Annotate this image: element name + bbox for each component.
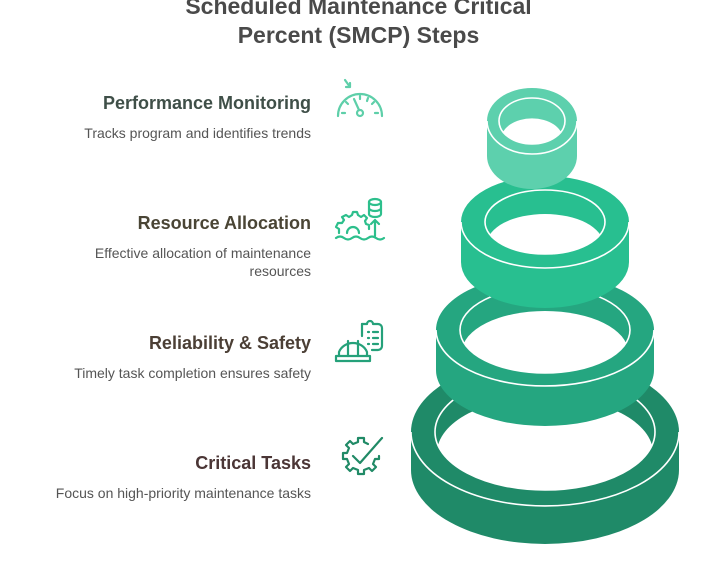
ring-performance-monitoring (486, 88, 578, 189)
step-description: Focus on high-priority maintenance tasks (55, 485, 311, 501)
step-performance-monitoring: Performance Monitoring Tracks program an… (84, 92, 311, 142)
step-description: Effective allocation of maintenance reso… (95, 244, 311, 280)
speedometer-icon (334, 76, 386, 122)
step-reliability-safety: Reliability & Safety Timely task complet… (74, 332, 311, 382)
title-line-1: Scheduled Maintenance Critical (185, 0, 532, 19)
step-description: Timely task completion ensures safety (74, 365, 311, 381)
step-heading: Reliability & Safety (148, 333, 311, 353)
diagram-title: Scheduled Maintenance Critical Percent (… (0, 0, 717, 50)
title-line-2: Percent (SMCP) Steps (237, 22, 480, 48)
step-critical-tasks: Critical Tasks Focus on high-priority ma… (56, 452, 311, 502)
ring-reliability-safety (435, 273, 655, 426)
step-heading: Resource Allocation (137, 213, 311, 233)
hardhat-clipboard-icon (334, 316, 386, 363)
ring-resource-allocation (460, 176, 630, 308)
step-heading: Critical Tasks (195, 453, 311, 473)
gear-check-icon (334, 436, 386, 482)
step-description: Tracks program and identifies trends (84, 125, 311, 141)
ring-critical-tasks (410, 357, 680, 544)
step-heading: Performance Monitoring (102, 93, 311, 113)
step-resource-allocation: Resource Allocation Effective allocation… (95, 212, 311, 280)
resource-gear-database-icon (334, 196, 386, 242)
description-line-1: Effective allocation of maintenance (94, 245, 311, 261)
description-line-2: resources (249, 263, 311, 279)
